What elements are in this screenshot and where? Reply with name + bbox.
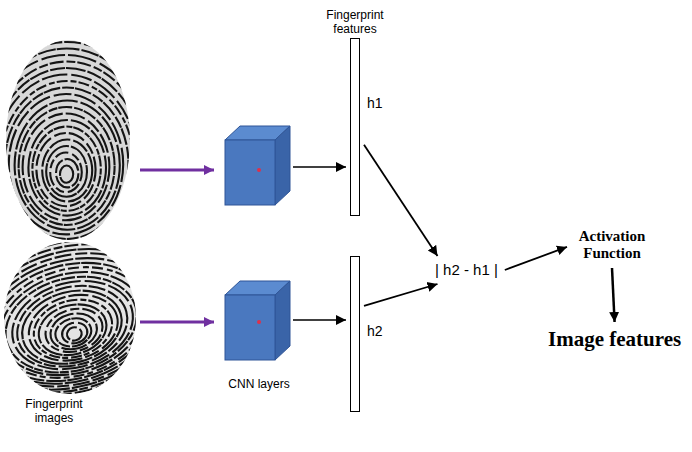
cnn-cube — [225, 126, 290, 205]
fingerprint-ridge — [23, 113, 110, 220]
fingerprint-ridge — [9, 94, 123, 234]
fingerprint-ridge — [2, 268, 143, 382]
fingerprint-ridge — [0, 211, 201, 423]
fingerprint-ridge — [0, 42, 161, 272]
cube-side — [275, 126, 290, 205]
fingerprint-ridge — [0, 222, 190, 414]
connector-arrow — [505, 247, 567, 270]
fingerprint-image — [0, 182, 232, 442]
cube-dot — [257, 168, 261, 172]
fingerprint-ridge — [0, 36, 165, 277]
column-heading: Fingerprint features — [313, 8, 397, 36]
connector-arrow — [612, 268, 615, 322]
fingerprint-ridge — [1, 81, 134, 244]
fingerprint-ground — [0, 30, 140, 250]
cnn-cube — [225, 281, 290, 360]
cube-front — [225, 140, 275, 205]
input-arrow — [140, 321, 214, 324]
fingerprint-ridge — [19, 107, 115, 225]
vector-label: h2 — [367, 323, 383, 339]
node-text: Activation Function — [573, 228, 651, 262]
fingerprint-ridge — [0, 234, 178, 407]
fingerprint-ridge — [0, 55, 151, 263]
fingerprint-ridge — [32, 127, 100, 211]
fingerprint-ridge — [56, 159, 78, 187]
input-arrow — [140, 169, 214, 172]
feature-vector: h2 — [350, 256, 360, 412]
fingerprint-ridge — [0, 194, 219, 435]
fingerprint-ridge — [0, 68, 142, 253]
node-text: Image features — [548, 327, 681, 351]
connector-arrow — [364, 284, 438, 306]
feature-arrow — [293, 166, 346, 168]
fingerprint-ridge — [0, 48, 156, 267]
fingerprint-ridge — [0, 205, 207, 426]
cube-side — [275, 281, 290, 360]
fingerprint-ridge — [60, 166, 73, 183]
connector-arrow — [364, 145, 438, 256]
fingerprint-ridge — [36, 133, 95, 206]
fingerprint-ridge — [0, 75, 137, 249]
fingerprint-ridge — [0, 188, 225, 439]
cube-front — [225, 295, 275, 360]
image-caption: Fingerprint images — [14, 397, 94, 425]
activation-text: Activation Function — [570, 226, 654, 264]
fingerprint-ridge — [0, 29, 170, 281]
feature-vector: Fingerprint featuresh1 — [350, 38, 360, 216]
fingerprint-ridge — [0, 62, 147, 258]
fingerprint-ridges — [0, 182, 232, 442]
vector-label: h1 — [367, 95, 383, 111]
fingerprint-ridge — [65, 326, 83, 343]
fingerprint-ridge — [15, 101, 120, 230]
fingerprint-ridge — [42, 140, 92, 202]
layer-caption: CNN layers — [222, 377, 296, 391]
fingerprint-ridge — [28, 120, 106, 216]
cube-dot — [257, 320, 261, 324]
fingerprint-ridge — [46, 146, 87, 197]
fingerprint-ridge — [5, 88, 129, 240]
fingerprint-ridge — [0, 182, 232, 442]
distance-text: | h2 - h1 | — [432, 259, 501, 281]
fingerprint-ridge — [0, 199, 214, 430]
node-text: | h2 - h1 | — [435, 261, 498, 279]
fingerprint-ridge — [0, 228, 183, 410]
fingerprint-ridge — [0, 251, 161, 394]
output-text: Image features — [545, 325, 684, 353]
fingerprint-ridge — [50, 153, 82, 193]
fingerprint-ridge — [0, 216, 196, 418]
feature-arrow — [293, 319, 346, 321]
